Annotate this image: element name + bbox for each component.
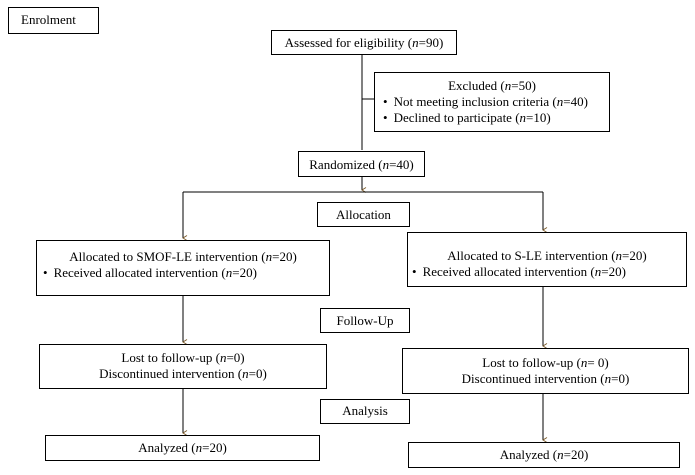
right-lost-box: Lost to follow-up (n= 0) Discontinued in… [402, 348, 689, 394]
left-allocated-box: Allocated to SMOF-LE intervention (n=20)… [36, 240, 330, 296]
randomized-box: Randomized (n=40) [298, 151, 425, 177]
excluded-item-criteria: Not meeting inclusion criteria (n=40) [383, 94, 609, 110]
right-analyzed-text: Analyzed (n=20) [499, 447, 589, 462]
left-lost-text: Lost to follow-up (n=0) [121, 350, 245, 365]
right-allocated-text: Allocated to S-LE intervention (n=20) [447, 248, 647, 263]
left-lost-box: Lost to follow-up (n=0) Discontinued int… [39, 344, 327, 389]
left-received-text: Received allocated intervention (n=20) [43, 265, 329, 281]
right-analyzed-box: Analyzed (n=20) [408, 442, 680, 468]
stage-analysis-label: Analysis [342, 403, 388, 418]
stage-analysis: Analysis [320, 399, 410, 424]
left-analyzed-text: Analyzed (n=20) [138, 440, 227, 455]
left-discontinued-text: Discontinued intervention (n=0) [99, 366, 267, 381]
excluded-item-declined: Declined to participate (n=10) [383, 110, 609, 126]
stage-enrolment-label: Enrolment [21, 12, 76, 27]
right-discontinued-text: Discontinued intervention (n=0) [461, 371, 630, 386]
left-allocated-text: Allocated to SMOF-LE intervention (n=20) [69, 249, 297, 264]
stage-allocation: Allocation [317, 202, 410, 227]
right-received-text: Received allocated intervention (n=20) [412, 264, 686, 280]
excluded-title: Excluded (n=50) [448, 78, 536, 93]
right-allocated-box: Allocated to S-LE intervention (n=20) Re… [407, 232, 687, 287]
assessed-box: Assessed for eligibility (n=90) [271, 30, 457, 55]
stage-follow-up-label: Follow-Up [336, 313, 394, 328]
left-analyzed-box: Analyzed (n=20) [45, 435, 320, 461]
stage-allocation-label: Allocation [336, 207, 391, 222]
randomized-text: Randomized (n=40) [309, 157, 414, 172]
stage-follow-up: Follow-Up [320, 308, 410, 333]
stage-enrolment: Enrolment [8, 7, 99, 34]
assessed-text: Assessed for eligibility (n=90) [284, 35, 444, 50]
excluded-box: Excluded (n=50) Not meeting inclusion cr… [374, 72, 610, 132]
right-lost-text: Lost to follow-up (n= 0) [482, 355, 609, 370]
